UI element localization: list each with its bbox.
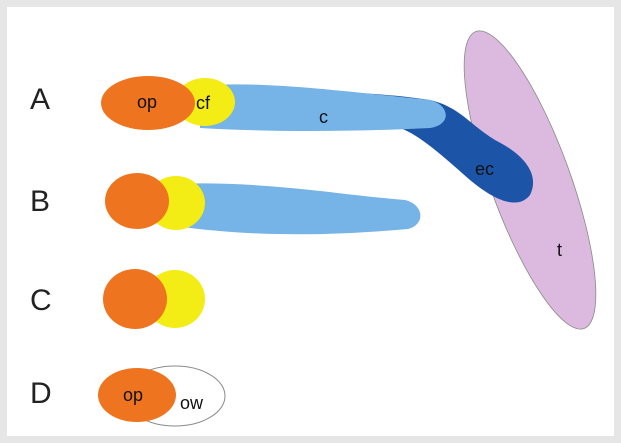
row-label-c: C bbox=[30, 284, 52, 317]
label-op-a: op bbox=[137, 92, 157, 112]
operculum-b bbox=[105, 173, 169, 229]
label-ow: ow bbox=[180, 393, 204, 413]
row-label-d: D bbox=[30, 377, 52, 410]
label-op-d: op bbox=[123, 385, 143, 405]
label-t: t bbox=[557, 240, 562, 260]
operculum-c bbox=[103, 269, 167, 329]
row-label-a: A bbox=[30, 83, 50, 116]
label-ec: ec bbox=[475, 159, 494, 179]
row-label-b: B bbox=[30, 185, 50, 218]
label-c: c bbox=[319, 107, 328, 127]
label-cf: cf bbox=[196, 93, 211, 113]
